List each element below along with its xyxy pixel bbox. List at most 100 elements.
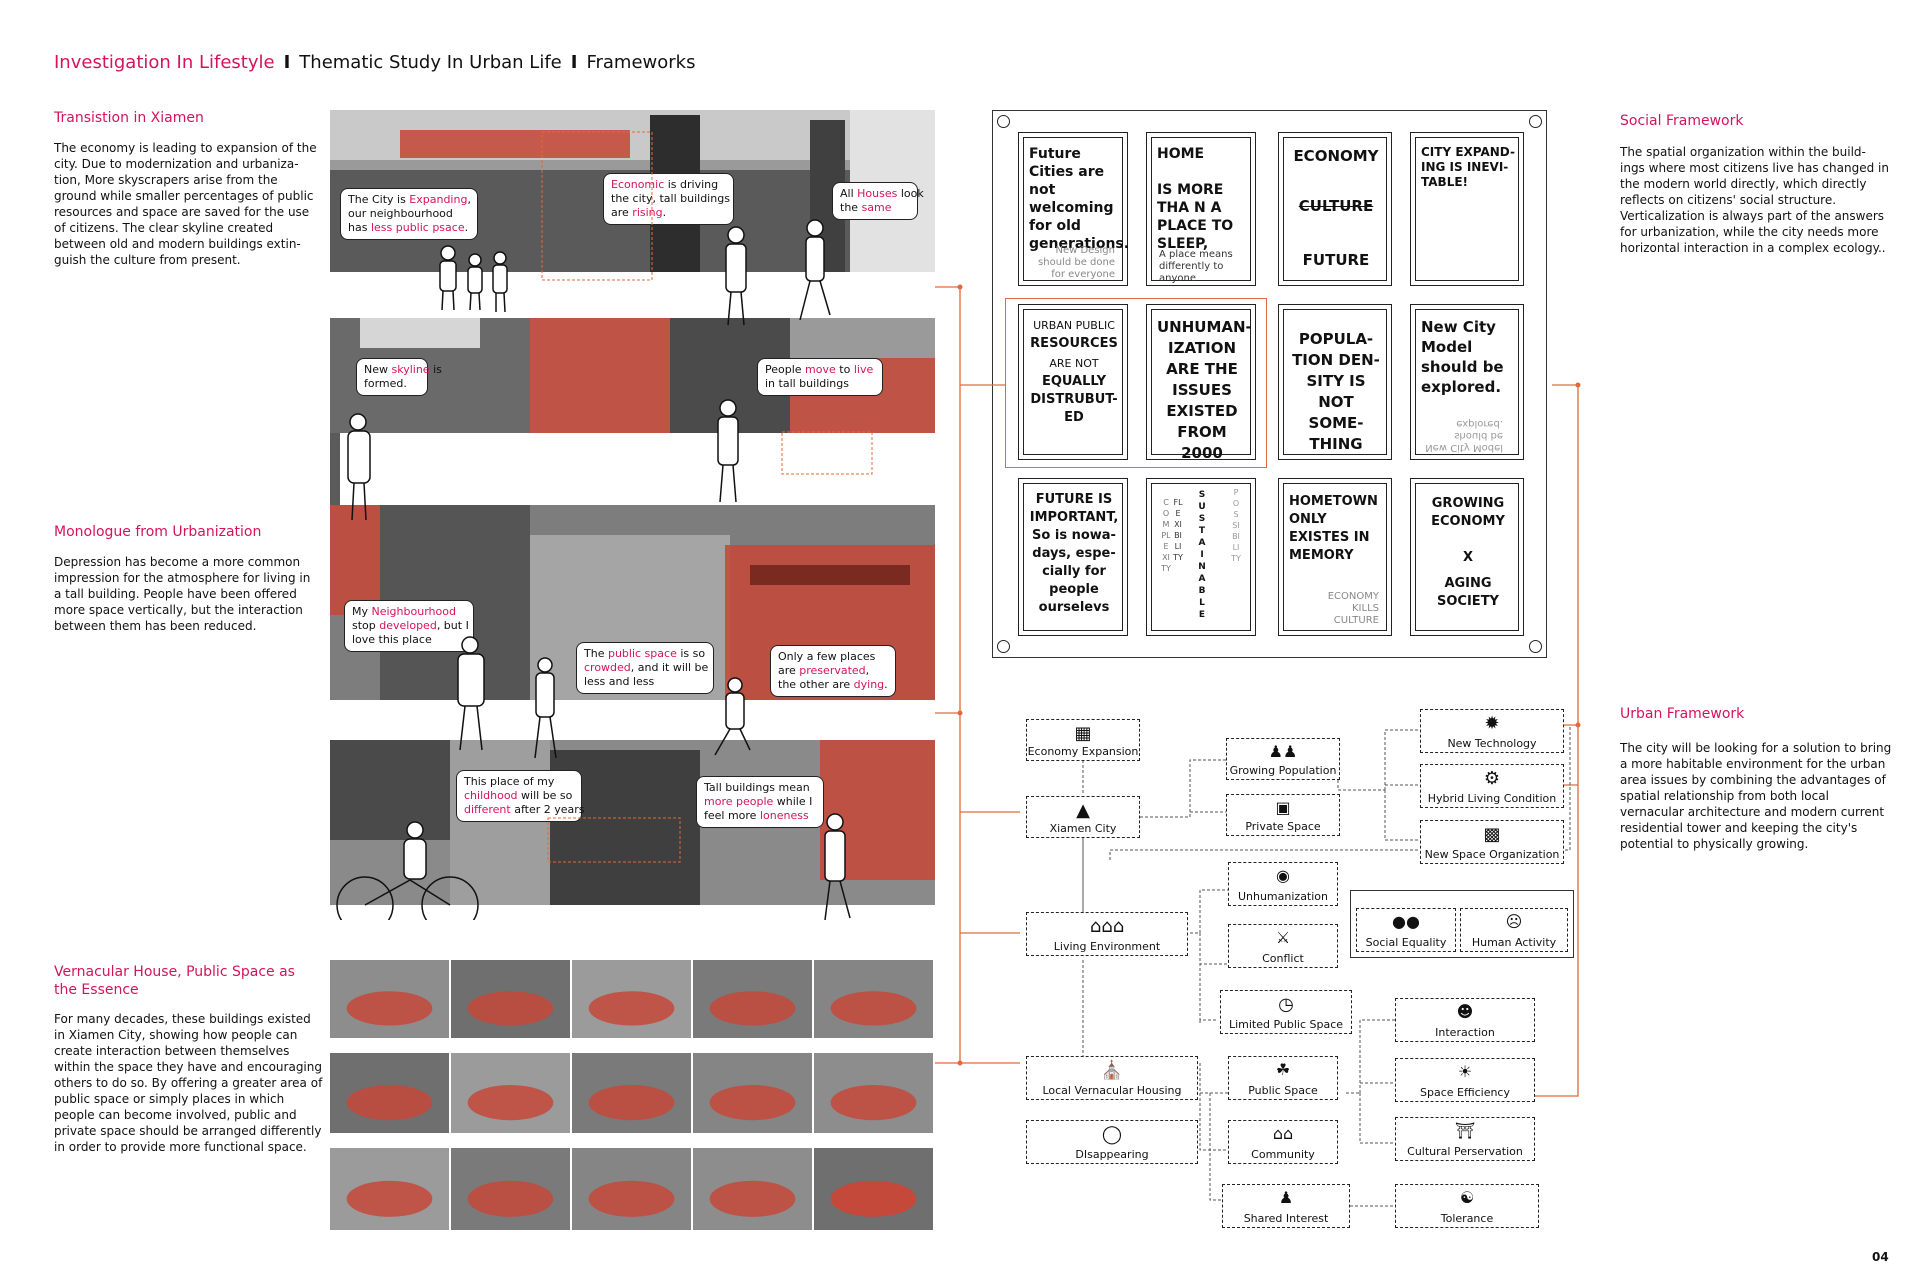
network-icon: ◉ <box>1276 866 1290 885</box>
courtyard-highlight <box>830 991 917 1026</box>
section-body-transition: The economy is leading to expansion of t… <box>54 141 317 267</box>
node-economy-expansion: ▦Economy Expansion <box>1026 719 1140 761</box>
node-limited-public-space: ◷Limited Public Space <box>1220 990 1352 1034</box>
card-text: CULTURE <box>1298 197 1374 215</box>
tolerance-icon: ☯ <box>1459 1188 1475 1207</box>
houses-icon: ⌂⌂⌂ <box>1089 916 1125 937</box>
courtyard-highlight <box>346 1085 433 1121</box>
card-text: FUTURE IS IMPORTANT, So is nowa-days, es… <box>1029 492 1119 615</box>
courtyard-highlight <box>709 1180 796 1217</box>
park-icon: ☘ <box>1275 1060 1291 1079</box>
courtyard-highlight <box>830 1180 917 1217</box>
node-community: ⌂⌂Community <box>1228 1120 1338 1164</box>
card-text: Future Cities are not welcoming for old … <box>1029 146 1130 252</box>
node-interaction: ☻Interaction <box>1395 998 1535 1042</box>
poster-card: URBAN PUBLIC RESOURCES ARE NOT EQUALLY D… <box>1018 304 1128 460</box>
section-body-urban: The city will be looking for a solution … <box>1620 741 1892 851</box>
card-text: AGING SOCIETY <box>1437 576 1499 609</box>
courtyard-highlight <box>467 991 554 1026</box>
node-growing-population: ♟♟Growing Population <box>1226 738 1340 780</box>
poster-card: GROWING ECONOMY X AGING SOCIETY <box>1410 478 1524 636</box>
bicycle-icon <box>336 821 479 920</box>
poster-card: FUTURE IS IMPORTANT, So is nowa-days, es… <box>1018 478 1128 636</box>
card-note: ECONOMY KILLS CULTURE <box>1327 591 1379 626</box>
card-text: CITY EXPAND-ING IS INEVI-TABLE! <box>1421 145 1515 189</box>
technology-icon: ✹ <box>1484 713 1500 734</box>
tulou-photo-grid <box>330 960 933 1230</box>
section-body-vernacular: For many decades, these buildings existe… <box>54 1012 323 1154</box>
section-title-transition: Transistion in Xiamen <box>54 110 204 126</box>
users-icon: ♟ <box>1278 1188 1294 1207</box>
node-group <box>1350 890 1574 958</box>
node-cultural-preservation: ⛩Cultural Perservation <box>1395 1117 1535 1161</box>
highlight-frame <box>781 431 873 475</box>
node-private-space: ▣Private Space <box>1226 794 1340 836</box>
node-xiamen-city: ▲Xiamen City <box>1026 796 1140 838</box>
pin-icon <box>1529 115 1542 128</box>
poster-card: New City Model should be explored. New C… <box>1410 304 1524 460</box>
courtyard-highlight <box>346 1180 433 1217</box>
people-icon: ♟♟ <box>1268 742 1298 761</box>
node-new-space-organization: ▩New Space Organization <box>1420 820 1564 864</box>
courtyard-highlight <box>346 991 433 1026</box>
figure-icon <box>467 253 483 311</box>
card-vertical-text: FLEXIBILITY <box>1173 498 1183 562</box>
poster-board <box>992 110 1547 658</box>
courtyard-highlight <box>588 991 675 1026</box>
courtyard-highlight <box>709 1085 796 1121</box>
node-tolerance: ☯Tolerance <box>1395 1184 1539 1228</box>
card-note: A place means differently to anyone <box>1159 249 1233 284</box>
courtyard-highlight <box>830 1085 917 1121</box>
card-text: EQUALLY DISTRUBUT-ED <box>1030 374 1118 425</box>
figure-icon <box>347 413 371 521</box>
poster-card: ECONOMY CULTURE FUTURE <box>1278 132 1392 286</box>
card-text: RESOURCES <box>1030 336 1118 351</box>
room-icon: ▣ <box>1275 798 1291 817</box>
figure-icon <box>492 251 508 313</box>
poster-card: CITY EXPAND-ING IS INEVI-TABLE! <box>1410 132 1524 286</box>
highlight-frame <box>541 131 653 281</box>
interaction-icon: ☻ <box>1456 1002 1474 1021</box>
section-title-urban: Urban Framework <box>1620 706 1745 722</box>
node-human-activity: ☹Human Activity <box>1460 908 1568 952</box>
figure-icon <box>534 657 557 759</box>
node-space-efficiency: ☀Space Efficiency <box>1395 1058 1535 1102</box>
courtyard-highlight <box>588 1085 675 1121</box>
clock-icon: ◷ <box>1278 994 1294 1015</box>
node-unhumanization: ◉Unhumanization <box>1228 862 1338 906</box>
card-text: URBAN PUBLIC <box>1033 319 1115 332</box>
city-icon: ▦ <box>1074 723 1092 744</box>
temple-icon: ⛩ <box>1454 1121 1476 1140</box>
efficiency-icon: ☀ <box>1457 1062 1473 1081</box>
node-local-vernacular-housing: ⛪Local Vernacular Housing <box>1026 1056 1198 1100</box>
card-text: POPULA-TION DEN-SITY IS NOT SOME-THING <box>1292 330 1380 453</box>
card-text: ARE NOT <box>1049 357 1099 370</box>
poster-card: HOMETOWN ONLY EXISTES IN MEMORY ECONOMY … <box>1278 478 1392 636</box>
tower-icon: ▲ <box>1076 800 1090 821</box>
conflict-icon: ⚔ <box>1275 928 1291 947</box>
header-separator-2: I <box>570 52 578 73</box>
pin-icon <box>1529 640 1542 653</box>
node-living-environment: ⌂⌂⌂Living Environment <box>1026 912 1188 956</box>
collage-strip <box>330 433 340 515</box>
figure-icon <box>725 226 747 326</box>
figure-icon <box>824 813 851 920</box>
card-text: New City Model should be explored. <box>1421 318 1504 396</box>
node-shared-interest: ♟Shared Interest <box>1222 1184 1350 1228</box>
collage-figures <box>336 131 873 920</box>
header-subtitle: Thematic Study In Urban Life <box>299 52 562 73</box>
figure-icon <box>799 219 831 321</box>
highlight-frame <box>547 817 681 863</box>
card-text: GROWING ECONOMY <box>1431 496 1505 529</box>
courtyard-highlight <box>467 1085 554 1121</box>
card-note: New Design should be done for everyone <box>1038 245 1115 280</box>
section-body-monologue: Depression has become a more common impr… <box>54 555 311 633</box>
section-title-social: Social Framework <box>1620 113 1744 129</box>
